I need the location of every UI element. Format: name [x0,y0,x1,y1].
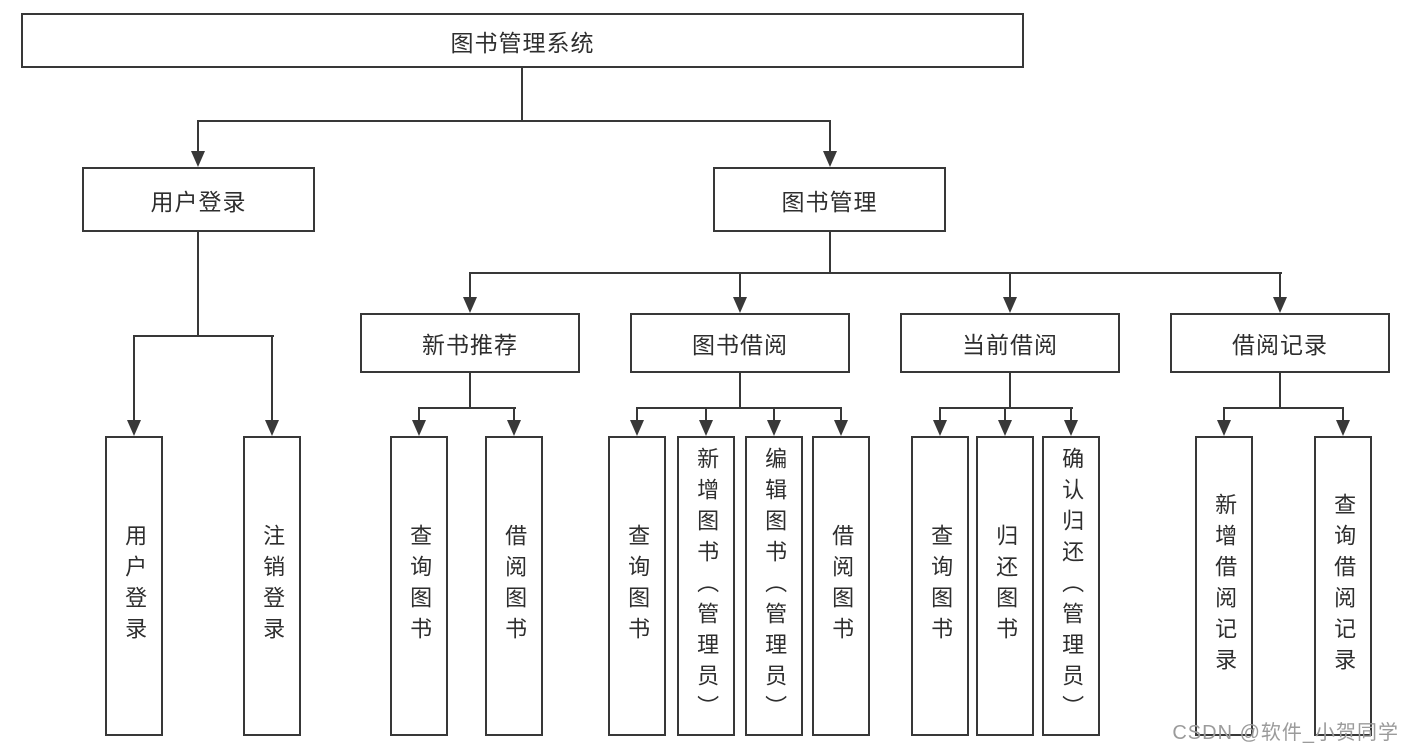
leaf-query-book-2-label: 查询图书 [625,524,651,648]
node-user-login: 用户登录 [82,167,315,232]
node-book-mgmt-label: 图书管理 [781,188,878,215]
connector-borrow-records-bar [1223,407,1344,409]
connector-current-borrow-bar [939,407,1073,409]
arrowhead-down-icon [1273,297,1287,313]
connector-book-borrow-stem [739,373,741,409]
arrowhead-down-icon [699,420,713,436]
connector-drop-user-login [197,120,199,153]
arrowhead-down-icon [767,420,781,436]
connector-drop-leaf [271,335,273,421]
arrowhead-down-icon [933,420,947,436]
arrowhead-down-icon [463,297,477,313]
arrowhead-down-icon [1217,420,1231,436]
arrowhead-down-icon [630,420,644,436]
leaf-query-borrow-record: 查询借阅记录 [1314,436,1372,736]
connector-user-login-bar [133,335,274,337]
connector-drop-level3 [739,272,741,299]
leaf-confirm-return: 确认归还（管理员） [1042,436,1100,736]
connector-drop-leaf [133,335,135,421]
connector-level1-bar [197,120,831,122]
node-new-book-rec-label: 新书推荐 [422,332,518,358]
connector-borrow-records-stem [1279,373,1281,409]
leaf-logout-label: 注销登录 [260,524,286,648]
connector-drop-leaf [418,407,420,422]
node-borrow-records-label: 借阅记录 [1232,332,1328,358]
node-current-borrow: 当前借阅 [900,313,1120,373]
connector-drop-leaf [1342,407,1344,422]
node-root-label: 图书管理系统 [450,29,595,56]
connector-drop-leaf [636,407,638,422]
connector-user-login-stem [197,232,199,337]
arrowhead-down-icon [733,297,747,313]
connector-drop-leaf [939,407,941,422]
node-borrow-records: 借阅记录 [1170,313,1390,373]
arrowhead-down-icon [412,420,426,436]
connector-new-book-stem [469,373,471,409]
leaf-add-borrow-record: 新增借阅记录 [1195,436,1253,736]
arrowhead-down-icon [507,420,521,436]
arrowhead-down-icon [834,420,848,436]
leaf-borrow-book-1: 借阅图书 [485,436,543,736]
csdn-watermark: CSDN @软件_小贺同学 [1172,722,1399,744]
leaf-edit-book-label: 编辑图书（管理员） [762,446,788,726]
leaf-query-book-2: 查询图书 [608,436,666,736]
connector-current-borrow-stem [1009,373,1011,409]
node-new-book-rec: 新书推荐 [360,313,580,373]
node-user-login-label: 用户登录 [150,188,247,215]
arrowhead-down-icon [998,420,1012,436]
leaf-add-book: 新增图书（管理员） [677,436,735,736]
arrowhead-down-icon [823,151,837,167]
arrowhead-down-icon [127,420,141,436]
leaf-query-book-3: 查询图书 [911,436,969,736]
connector-drop-leaf [1004,407,1006,422]
node-current-borrow-label: 当前借阅 [962,332,1058,358]
connector-book-mgmt-bar [469,272,1282,274]
connector-drop-leaf [705,407,707,422]
arrowhead-down-icon [191,151,205,167]
connector-new-book-bar [418,407,516,409]
leaf-query-book-3-label: 查询图书 [928,524,954,648]
leaf-return-book-label: 归还图书 [993,524,1019,648]
connector-drop-level3 [1279,272,1281,299]
leaf-user-login-label: 用户登录 [122,524,148,648]
node-root: 图书管理系统 [21,13,1024,68]
leaf-add-borrow-record-label: 新增借阅记录 [1212,493,1238,679]
connector-drop-leaf [513,407,515,422]
leaf-edit-book: 编辑图书（管理员） [745,436,803,736]
leaf-logout: 注销登录 [243,436,301,736]
connector-drop-leaf [840,407,842,422]
connector-book-borrow-bar [636,407,842,409]
connector-drop-leaf [1223,407,1225,422]
node-book-mgmt: 图书管理 [713,167,946,232]
connector-drop-level3 [469,272,471,299]
connector-drop-level3 [1009,272,1011,299]
leaf-query-book-1-label: 查询图书 [407,524,433,648]
arrowhead-down-icon [265,420,279,436]
leaf-borrow-book-2-label: 借阅图书 [829,524,855,648]
leaf-borrow-book-2: 借阅图书 [812,436,870,736]
leaf-add-book-label: 新增图书（管理员） [694,446,720,726]
arrowhead-down-icon [1003,297,1017,313]
node-book-borrow-label: 图书借阅 [692,332,788,358]
leaf-borrow-book-1-label: 借阅图书 [502,524,528,648]
connector-drop-book-mgmt [829,120,831,153]
connector-book-mgmt-stem [829,232,831,274]
leaf-return-book: 归还图书 [976,436,1034,736]
connector-drop-leaf [773,407,775,422]
leaf-confirm-return-label: 确认归还（管理员） [1059,446,1085,726]
leaf-query-borrow-record-label: 查询借阅记录 [1331,493,1357,679]
arrowhead-down-icon [1336,420,1350,436]
arrowhead-down-icon [1064,420,1078,436]
connector-root-stem [521,68,523,122]
leaf-user-login: 用户登录 [105,436,163,736]
node-book-borrow: 图书借阅 [630,313,850,373]
leaf-query-book-1: 查询图书 [390,436,448,736]
connector-drop-leaf [1070,407,1072,422]
